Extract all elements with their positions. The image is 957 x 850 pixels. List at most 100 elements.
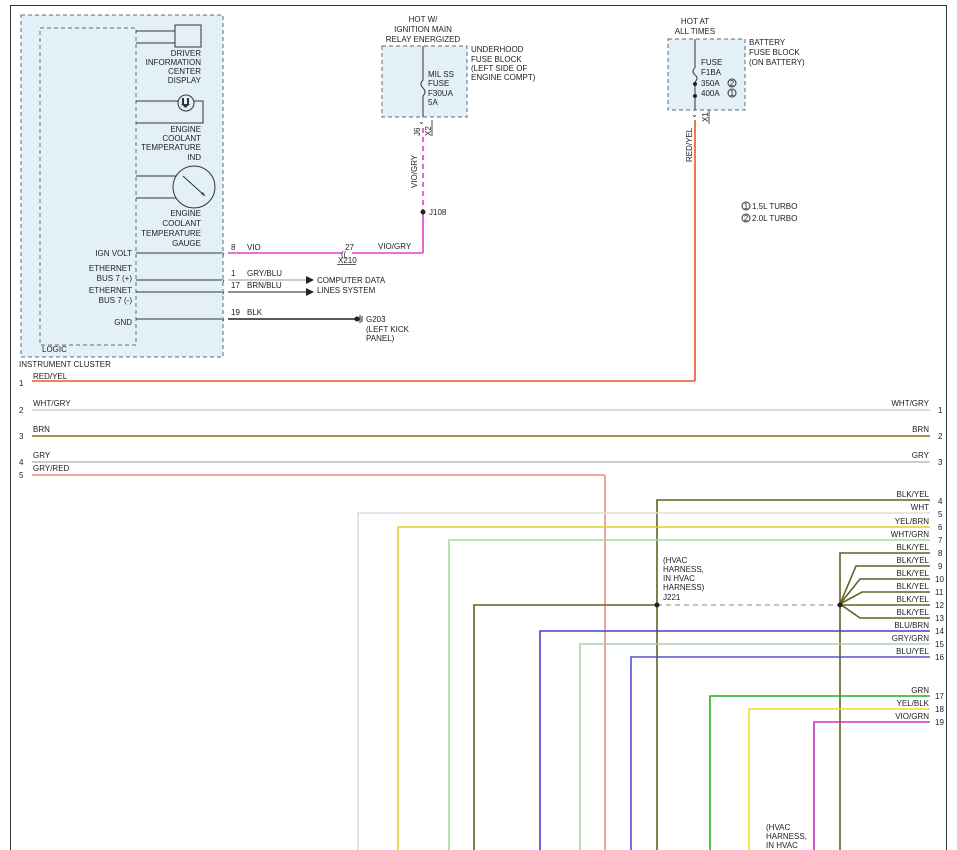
gnd-label: GND [114,318,132,327]
bus-row-3-name: BRN [33,425,50,434]
hvac-bottom-label-2: IN HVAC [766,841,798,850]
pin-19-wire: BLK [247,308,263,317]
row-7-num: 7 [938,536,943,545]
ethernet-minus-label-0: ETHERNET [89,286,132,295]
ground-location-1: PANEL) [366,334,395,343]
conn-chevron: › [222,276,225,285]
notes: 1 1.5L TURBO 2 2.0L TURBO [741,201,797,223]
conn-chevron: › [222,249,225,258]
splice-j108-label: J108 [429,208,447,217]
bus-row-5-num: 5 [19,471,24,480]
row-6-name: YEL/BRN [895,517,929,526]
ground-location-0: (LEFT KICK [366,325,410,334]
bus-rows: 1 RED/YEL 2 WHT/GRY WHT/GRY 1 3 BRN BRN … [19,372,943,850]
battery-hot-label-1: ALL TIMES [675,27,715,36]
wire [839,578,930,605]
bus-row-3-rname: BRN [912,425,929,434]
x210-wire: VIO/GRY [378,242,412,251]
underhood-fuse-label-0: MIL SS [428,70,454,79]
pin-8-number: 8 [231,243,236,252]
conn-chevron: › [222,288,225,297]
pin-1-wire: GRY/BLU [247,269,282,278]
cluster-wires: › › › › 8 VIO (( 27 X210 VIO/GRY 1 GRY/B… [222,242,423,343]
row-16-name: BLU/YEL [896,647,929,656]
row-10-num: 10 [935,575,944,584]
ect-gauge-icon [136,165,216,209]
row-18-num: 18 [935,705,944,714]
battery-fuse-mark-2: 2 [730,79,735,88]
wire [656,499,930,850]
ect-gauge-label-0: ENGINE [170,209,201,218]
row-13-num: 13 [935,614,944,623]
x210-name: X210 [338,256,357,265]
wire [579,643,930,850]
wire [397,526,930,850]
underhood-hot-label-1: IGNITION MAIN [394,25,452,34]
computer-data-label-0: COMPUTER DATA [317,276,386,285]
ect-ind-label-0: ENGINE [170,125,201,134]
battery-block-label-0: BATTERY [749,38,786,47]
fuse-icon [692,67,698,83]
row-8-name: BLK/YEL [897,543,930,552]
hvac-label-3: HARNESS) [663,583,705,592]
dic-label-0: DRIVER [171,49,201,58]
row-17-num: 17 [935,692,944,701]
hvac-bottom-label-0: (HVAC [766,823,791,832]
battery-fuse-label-1: F1BA [701,68,722,77]
bus-row-1-num: 1 [19,379,24,388]
battery-block-label-2: (ON BATTERY) [749,58,805,67]
ign-volt-label: IGN VOLT [95,249,132,258]
row-16-num: 16 [935,653,944,662]
hvac-label-1: HARNESS, [663,565,704,574]
bus-row-4-name: GRY [33,451,51,460]
x210-connector-icon: (( [341,250,347,259]
battery-fuse-mark-1: 1 [730,89,735,98]
ect-ind-label-3: IND [187,153,201,162]
splice-j221-dot [654,602,660,608]
ground-name: G203 [366,315,386,324]
row-18-name: YEL/BLK [897,699,930,708]
logic-box [39,27,137,346]
ect-ind-label-1: COOLANT [162,134,201,143]
row-10-name: BLK/YEL [897,569,930,578]
wire [709,695,930,850]
wire [813,721,930,850]
right-rows: (HVAC HARNESS, IN HVAC HARNESS) J221 (HV… [357,490,944,850]
battery-block-label-1: FUSE BLOCK [749,48,800,57]
ect-gauge-label-1: COOLANT [162,219,201,228]
bus-row-4-num: 4 [19,458,24,467]
bus-row-2-num: 2 [19,406,24,415]
instrument-cluster: LOGIC INSTRUMENT CLUSTER DRIVER INFORMAT… [19,14,224,369]
underhood-block-label-3: ENGINE COMPT) [471,73,536,82]
wire [839,591,930,605]
underhood-conn-name: X2 [424,126,433,136]
x2-connector-icon: ⌄ [418,117,425,126]
note-1-circle-icon [727,88,737,98]
underhood-fuse-label-2: F30UA [428,89,454,98]
wire [473,604,657,850]
ethernet-plus-label-1: BUS 7 (+) [97,274,133,283]
row-5-name: WHT [911,503,929,512]
wire [630,656,930,850]
bus-row-3-num: 3 [19,432,24,441]
row-15-num: 15 [935,640,944,649]
underhood-fuse-label-3: 5A [428,98,438,107]
note-2-text: 2.0L TURBO [752,214,797,223]
row-4-name: BLK/YEL [897,490,930,499]
wire [839,603,930,619]
underhood-block-label-1: FUSE BLOCK [471,55,522,64]
row-4-num: 4 [938,497,943,506]
pin-17-wire: BRN/BLU [247,281,282,290]
instrument-cluster-label: INSTRUMENT CLUSTER [19,360,111,369]
ect-indicator-icon [136,94,204,124]
row-14-name: BLU/BRN [894,621,929,630]
row-11-num: 11 [935,588,944,597]
underhood-block-label-0: UNDERHOOD [471,45,524,54]
row-11-name: BLK/YEL [897,582,930,591]
dic-label-1: INFORMATION [146,58,202,67]
x1-connector-icon: ⌄ [691,110,698,119]
underhood-block-label-2: (LEFT SIDE OF [471,64,527,73]
row-7-name: WHT/GRN [891,530,929,539]
arrow-icon [306,288,314,296]
wire [748,708,930,850]
